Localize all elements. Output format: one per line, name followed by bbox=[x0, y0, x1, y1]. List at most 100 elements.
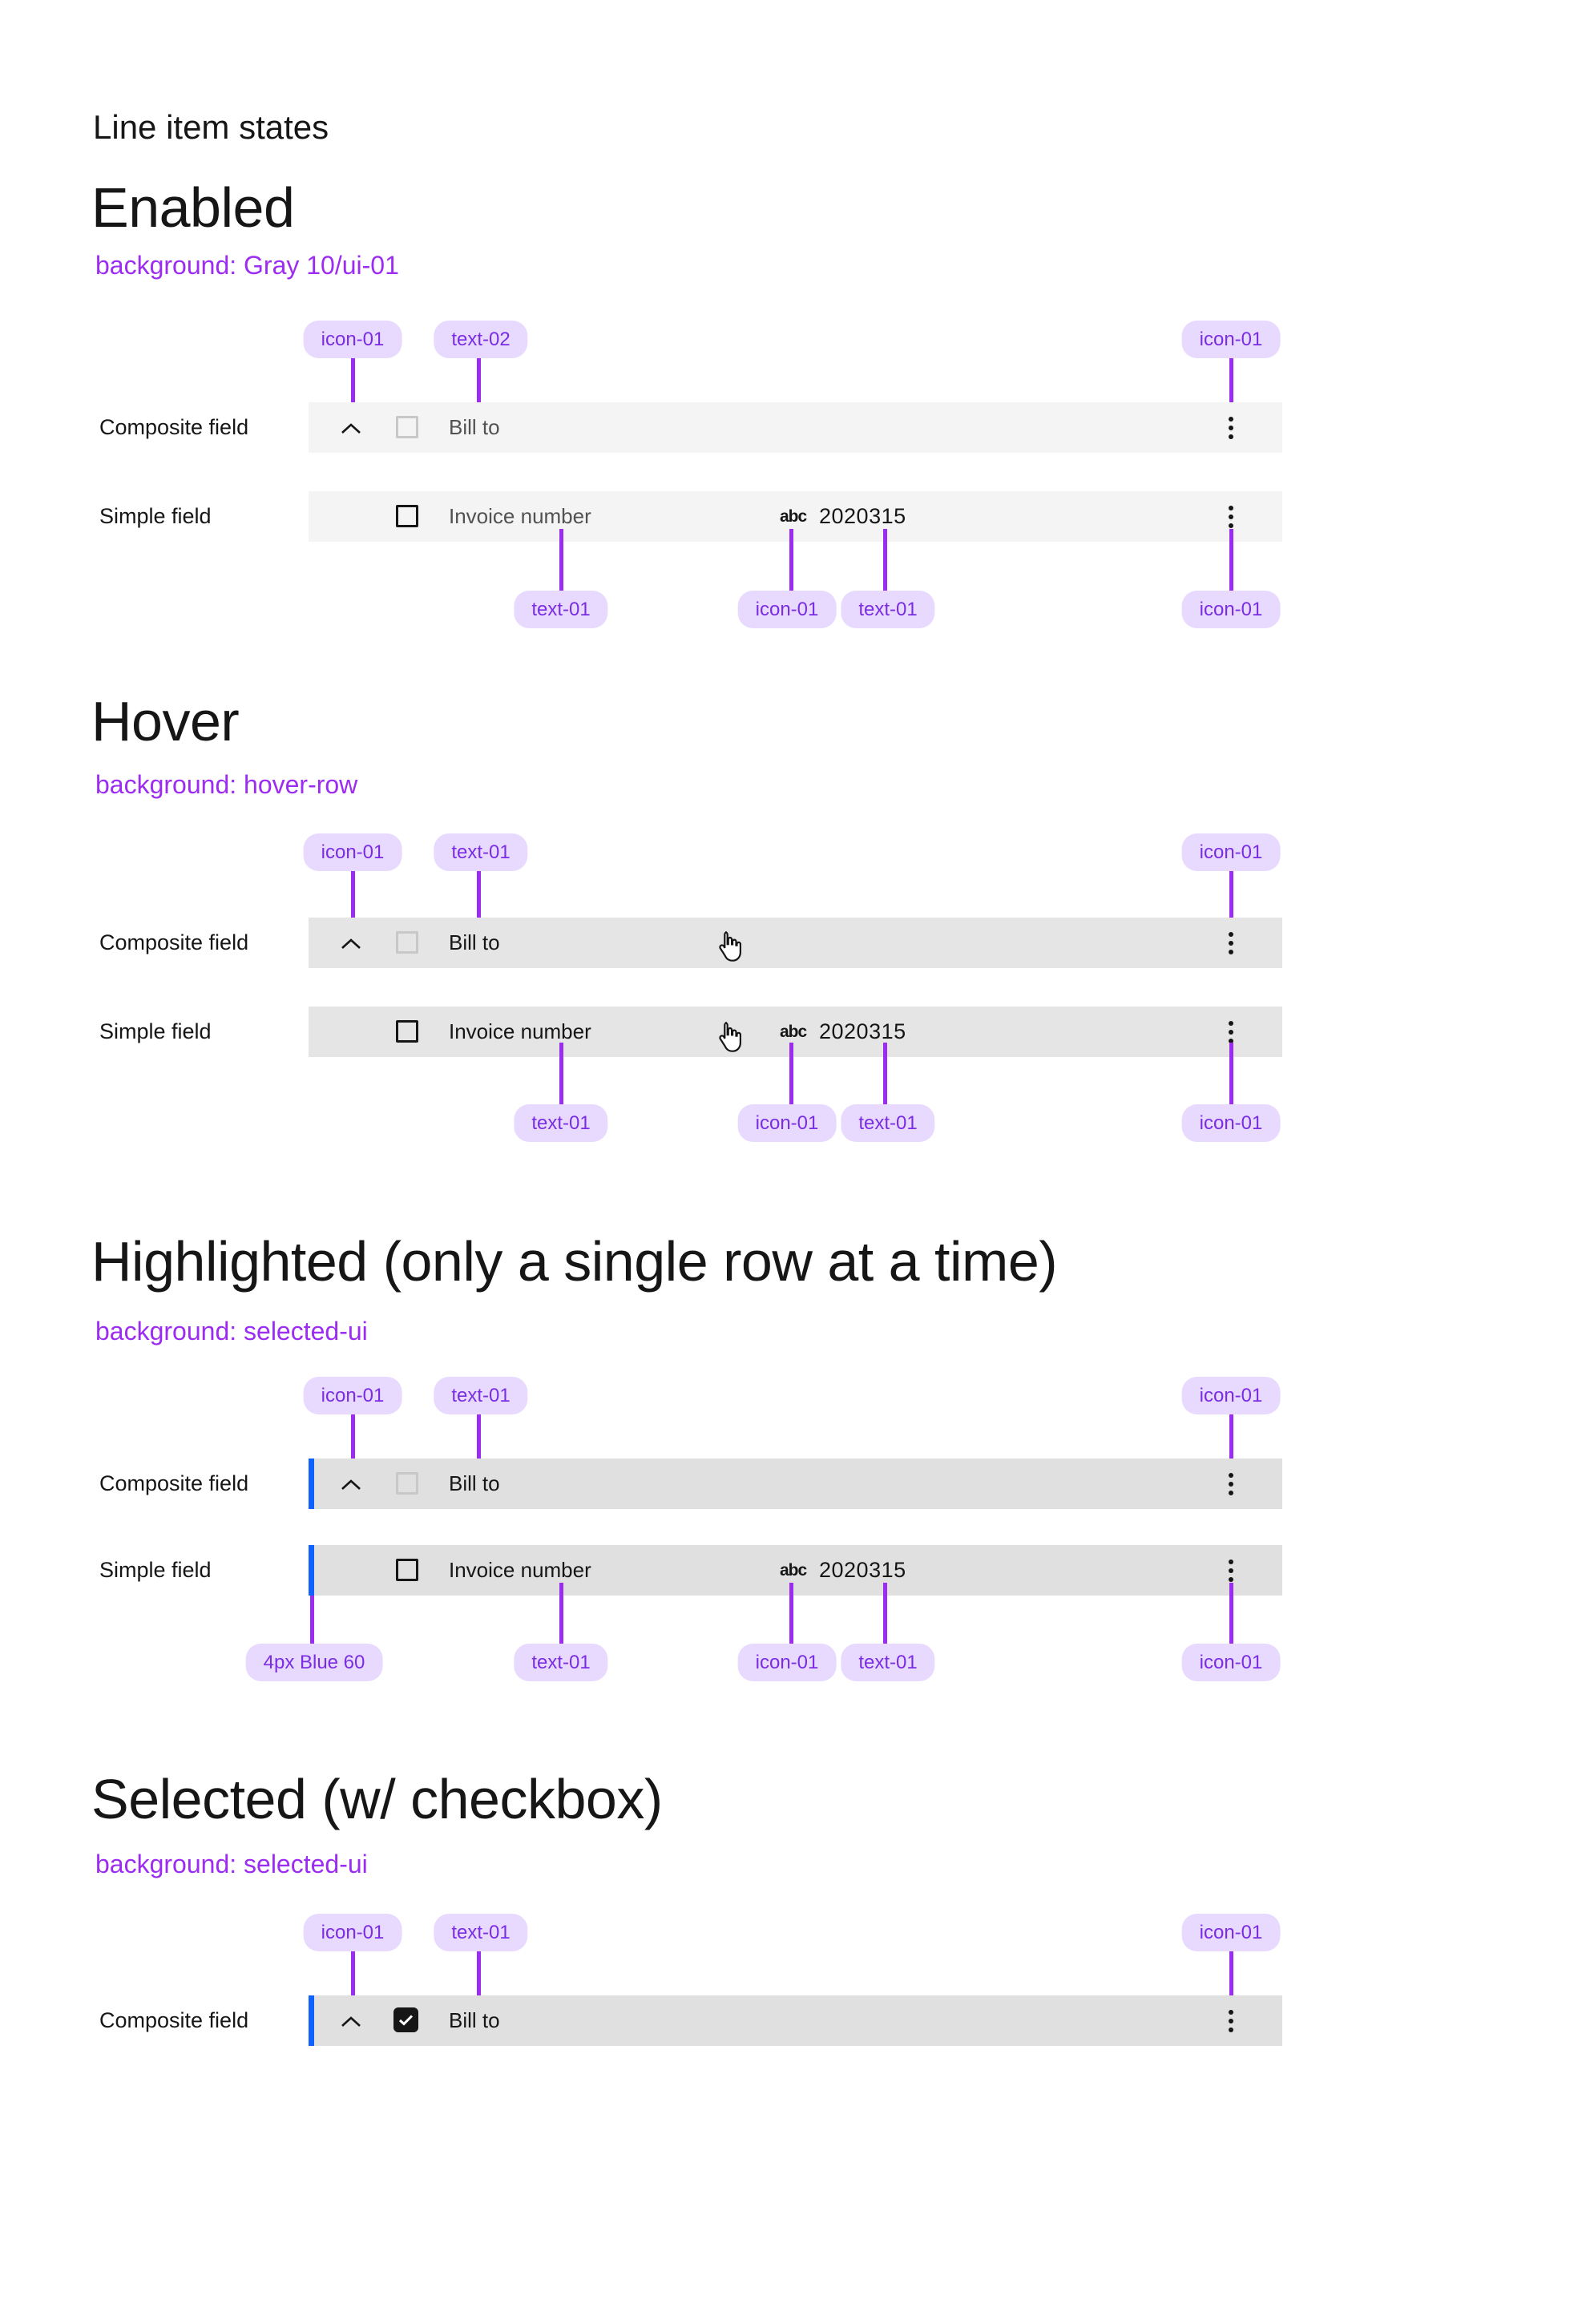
annotation-line bbox=[477, 1951, 481, 2008]
annotation-line bbox=[1229, 1414, 1233, 1471]
overflow-menu-icon[interactable] bbox=[1225, 1459, 1237, 1509]
overflow-menu-icon[interactable] bbox=[1225, 1007, 1237, 1057]
annotation-pill: icon-01 bbox=[737, 591, 837, 628]
composite-field-row-selected[interactable]: Bill to bbox=[309, 1995, 1282, 2046]
annotation-pill: text-01 bbox=[841, 591, 935, 628]
annotation-pill: icon-01 bbox=[737, 1104, 837, 1142]
annotation-pill: icon-01 bbox=[1181, 321, 1281, 358]
hand-pointer-cursor-icon bbox=[719, 931, 741, 962]
chevron-up-icon[interactable] bbox=[341, 938, 361, 950]
annotation-line bbox=[789, 1043, 793, 1104]
field-value: 2020315 bbox=[819, 1558, 906, 1582]
checkbox[interactable] bbox=[396, 1559, 418, 1581]
annotation-pill: icon-01 bbox=[1181, 1914, 1281, 1951]
overflow-menu-icon[interactable] bbox=[1225, 1995, 1237, 2046]
overflow-menu-icon[interactable] bbox=[1225, 1545, 1237, 1596]
chevron-up-icon[interactable] bbox=[341, 2015, 361, 2027]
checkbox[interactable] bbox=[396, 931, 418, 954]
overflow-menu-icon[interactable] bbox=[1225, 402, 1237, 453]
annotation-pill: icon-01 bbox=[303, 1377, 402, 1414]
annotation-pill: text-01 bbox=[841, 1104, 935, 1142]
row-label: Composite field bbox=[99, 415, 249, 439]
annotation-line bbox=[1229, 1951, 1233, 2008]
page-title: Line item states bbox=[93, 108, 329, 146]
background-token-label: background: selected-ui bbox=[95, 1850, 368, 1878]
annotation-line bbox=[310, 1596, 314, 1644]
background-token-label: background: selected-ui bbox=[95, 1317, 368, 1346]
annotation-pill: text-01 bbox=[434, 1914, 528, 1951]
field-value: 2020315 bbox=[819, 1019, 906, 1043]
checkmark-icon bbox=[398, 2015, 414, 2026]
chevron-up-icon[interactable] bbox=[341, 1479, 361, 1491]
selection-border bbox=[309, 1459, 314, 1509]
string-type-icon: abc bbox=[780, 1560, 807, 1580]
row-label: Composite field bbox=[99, 1471, 249, 1495]
checkbox[interactable] bbox=[396, 1020, 418, 1043]
annotation-line bbox=[559, 529, 563, 591]
annotation-pill: text-01 bbox=[434, 833, 528, 871]
annotation-line bbox=[477, 1414, 481, 1471]
row-label: Simple field bbox=[99, 1558, 212, 1582]
annotation-line bbox=[559, 1583, 563, 1644]
annotation-line bbox=[477, 358, 481, 415]
annotation-pill: text-01 bbox=[514, 1104, 608, 1142]
annotation-pill: icon-01 bbox=[1181, 1644, 1281, 1681]
annotation-line bbox=[559, 1043, 563, 1104]
overflow-menu-icon[interactable] bbox=[1225, 491, 1237, 542]
row-label: Simple field bbox=[99, 1019, 212, 1043]
annotation-line bbox=[883, 1583, 887, 1644]
annotation-line bbox=[883, 1043, 887, 1104]
simple-field-row[interactable]: Invoice number abc 2020315 bbox=[309, 491, 1282, 542]
checkbox[interactable] bbox=[396, 505, 418, 527]
checkbox[interactable] bbox=[396, 1472, 418, 1495]
annotation-line bbox=[1229, 871, 1233, 930]
annotation-pill: text-01 bbox=[514, 591, 608, 628]
section-heading-selected: Selected (w/ checkbox) bbox=[91, 1768, 663, 1830]
simple-field-row-hover[interactable]: Invoice number abc 2020315 bbox=[309, 1007, 1282, 1057]
annotation-pill: text-01 bbox=[841, 1644, 935, 1681]
selection-border bbox=[309, 1545, 314, 1596]
annotation-pill: icon-01 bbox=[303, 833, 402, 871]
simple-field-row-highlighted[interactable]: Invoice number abc 2020315 bbox=[309, 1545, 1282, 1596]
checkbox[interactable] bbox=[396, 416, 418, 438]
annotation-line bbox=[789, 529, 793, 591]
background-token-label: background: hover-row bbox=[95, 770, 358, 799]
annotation-line bbox=[351, 871, 355, 930]
annotation-line bbox=[789, 1583, 793, 1644]
composite-field-row-highlighted[interactable]: Bill to bbox=[309, 1459, 1282, 1509]
annotation-line bbox=[1229, 1043, 1233, 1104]
annotation-line bbox=[1229, 529, 1233, 591]
chevron-up-icon[interactable] bbox=[341, 422, 361, 434]
annotation-pill: icon-01 bbox=[1181, 833, 1281, 871]
overflow-menu-icon[interactable] bbox=[1225, 918, 1237, 968]
selection-border bbox=[309, 1995, 314, 2046]
annotation-line bbox=[1229, 358, 1233, 415]
annotation-line bbox=[351, 358, 355, 415]
annotation-pill: icon-01 bbox=[737, 1644, 837, 1681]
checkbox-checked[interactable] bbox=[393, 2007, 418, 2032]
string-type-icon: abc bbox=[780, 506, 807, 526]
annotation-pill: text-02 bbox=[434, 321, 528, 358]
composite-field-row[interactable]: Bill to bbox=[309, 402, 1282, 453]
annotation-line bbox=[351, 1951, 355, 2008]
row-label: Composite field bbox=[99, 2008, 249, 2032]
field-text: Bill to bbox=[449, 1471, 500, 1495]
field-text: Invoice number bbox=[449, 504, 591, 528]
annotation-pill: icon-01 bbox=[1181, 1377, 1281, 1414]
field-text: Invoice number bbox=[449, 1019, 591, 1043]
field-text: Bill to bbox=[449, 415, 500, 439]
annotation-pill: icon-01 bbox=[303, 321, 402, 358]
field-text: Bill to bbox=[449, 930, 500, 954]
annotation-line bbox=[1229, 1583, 1233, 1644]
annotation-line bbox=[351, 1414, 355, 1471]
composite-field-row-hover[interactable]: Bill to bbox=[309, 918, 1282, 968]
annotation-pill: text-01 bbox=[434, 1377, 528, 1414]
annotation-pill: 4px Blue 60 bbox=[245, 1644, 383, 1681]
hand-pointer-cursor-icon bbox=[719, 1022, 741, 1052]
field-value: 2020315 bbox=[819, 504, 906, 528]
section-heading-hover: Hover bbox=[91, 690, 240, 752]
annotation-line bbox=[477, 871, 481, 930]
annotation-pill: icon-01 bbox=[1181, 1104, 1281, 1142]
row-label: Composite field bbox=[99, 930, 249, 954]
